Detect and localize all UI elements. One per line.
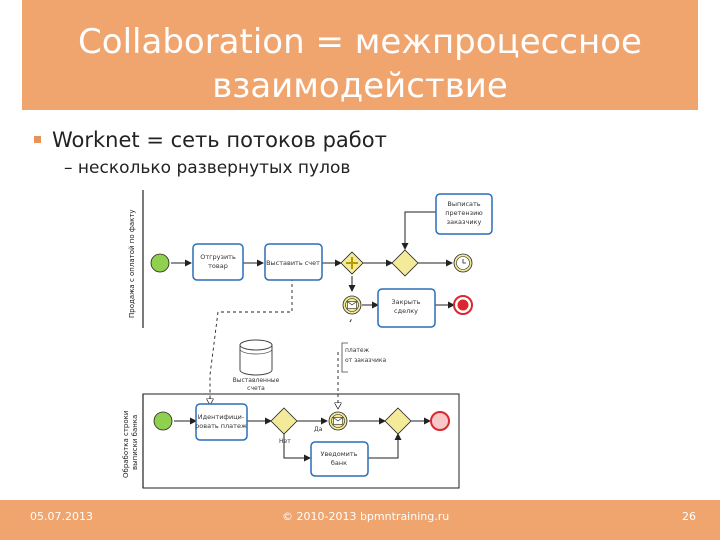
- task-issue-claim-label-1: Выписать: [447, 200, 480, 208]
- slide-title: Collaboration = межпроцессное взаимодейс…: [22, 20, 698, 108]
- exclusive-gateway-bank-1: [270, 407, 298, 435]
- title-bar: Collaboration = межпроцессное взаимодейс…: [22, 0, 698, 110]
- exclusive-gateway-bank-2: [384, 407, 412, 435]
- task-ship-goods: Отгрузить товар: [192, 243, 244, 281]
- datastore-label-1: Выставленные: [233, 377, 280, 384]
- bullet-worknet: Worknet = сеть потоков работ: [34, 128, 387, 152]
- pool-bank-statement: Обработка строки выписки банка: [122, 393, 460, 489]
- timer-event: [453, 253, 473, 273]
- task-issue-claim: Выписать претензию заказчику: [435, 193, 493, 235]
- task-identify-payment: Идентифици- ровать платеж: [195, 403, 248, 441]
- message-annotation-label-1: платеж: [345, 347, 370, 354]
- parallel-gateway: [340, 251, 364, 275]
- pool-sales-flows: [171, 211, 455, 309]
- message-annotation-label-2: от заказчика: [345, 357, 387, 364]
- task-close-deal: Закрыть сделку: [377, 288, 436, 328]
- task-close-deal-label-1: Закрыть: [392, 298, 421, 306]
- message-flows: [210, 278, 353, 409]
- message-catch-event-bank: [328, 411, 348, 431]
- slide-title-line2: взаимодействие: [212, 66, 508, 106]
- message-catch-event-sales: [342, 295, 362, 315]
- task-ship-goods-label-2: товар: [208, 262, 228, 270]
- bpmn-diagram: Продажа с оплатой по факту Обработка стр…: [122, 190, 493, 489]
- footer-page-number: 26: [682, 510, 696, 523]
- message-annotation: платеж от заказчика: [341, 342, 387, 373]
- exclusive-gateway-sales: [391, 249, 419, 277]
- task-notify-bank: Уведомить банк: [310, 441, 369, 477]
- bullet-pools: – несколько развернутых пулов: [64, 158, 351, 178]
- gateway-no-label: Нет: [279, 438, 291, 445]
- task-issue-invoice: Выставить счет: [264, 243, 323, 281]
- start-event-bank: [153, 411, 173, 431]
- task-issue-claim-label-3: заказчику: [447, 218, 482, 226]
- footer-bar: [0, 500, 720, 540]
- footer-date: 05.07.2013: [30, 510, 93, 523]
- datastore-label-2: счета: [247, 385, 265, 392]
- task-notify-bank-label-2: банк: [331, 459, 347, 467]
- task-notify-bank-label-1: Уведомить: [320, 450, 357, 458]
- bullet-worknet-text: Worknet = сеть потоков работ: [52, 128, 387, 152]
- task-identify-payment-label-1: Идентифици-: [198, 413, 245, 421]
- slide-title-line1: Collaboration = межпроцессное: [78, 22, 642, 62]
- pool-bank-label-1: Обработка строки: [122, 411, 130, 478]
- task-close-deal-label-2: сделку: [394, 307, 418, 315]
- pool-bank-flows: [174, 417, 431, 462]
- end-event-bank: [430, 411, 450, 431]
- start-event-sales: [150, 253, 170, 273]
- pool-sales-label: Продажа с оплатой по факту: [128, 209, 136, 318]
- datastore-invoices: Выставленные счета: [233, 339, 280, 392]
- bullet-square-icon: [34, 136, 41, 143]
- pool-sales: Продажа с оплатой по факту: [128, 190, 144, 328]
- end-event-sales: [453, 295, 473, 315]
- task-issue-invoice-label: Выставить счет: [266, 259, 320, 267]
- footer-copyright: © 2010-2013 bpmntraining.ru: [282, 510, 450, 523]
- task-identify-payment-label-2: ровать платеж: [195, 422, 247, 430]
- pool-bank-label-2: выписки банка: [131, 415, 139, 470]
- gateway-yes-label: Да: [314, 426, 323, 433]
- task-issue-claim-label-2: претензию: [445, 209, 483, 217]
- task-ship-goods-label-1: Отгрузить: [200, 253, 236, 261]
